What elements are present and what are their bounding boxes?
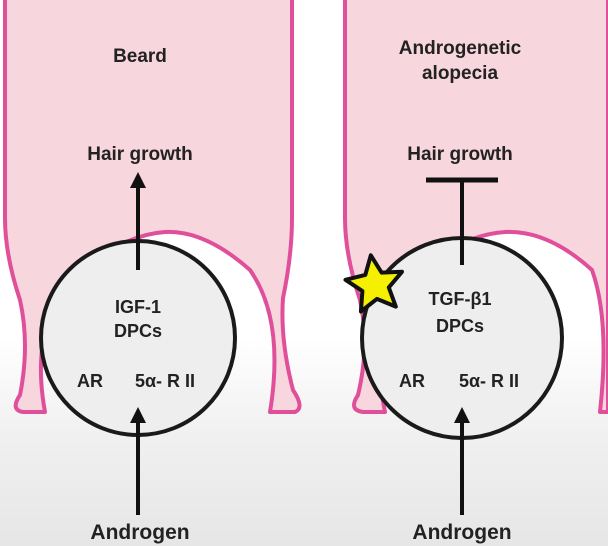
beard-effect-label: Hair growth — [87, 144, 193, 165]
beard-follicle-shape — [3, 0, 302, 414]
beard-factor-label: IGF-1 — [114, 297, 161, 317]
alopecia-condition-label-line1: Androgenetic — [398, 38, 522, 59]
alopecia-cell-label: DPCs — [435, 316, 484, 336]
beard-enzyme-label: 5α- R II — [134, 371, 196, 391]
alopecia-enzyme-label: 5α- R II — [458, 371, 520, 391]
alopecia-effect-label: Hair growth — [407, 144, 513, 165]
beard-condition-label: Beard — [113, 46, 167, 67]
alopecia-dermal-papilla — [360, 236, 564, 440]
alopecia-condition-label-line2: alopecia — [421, 63, 499, 84]
beard-cell-label: DPCs — [113, 321, 162, 341]
beard-receptor-label: AR — [77, 371, 103, 391]
alopecia-receptor-label: AR — [399, 371, 425, 391]
star-icon — [343, 253, 404, 314]
alopecia-factor-label: TGF-β1 — [428, 289, 492, 309]
beard-input-label: Androgen — [90, 521, 190, 544]
alopecia-input-label: Androgen — [412, 521, 512, 544]
